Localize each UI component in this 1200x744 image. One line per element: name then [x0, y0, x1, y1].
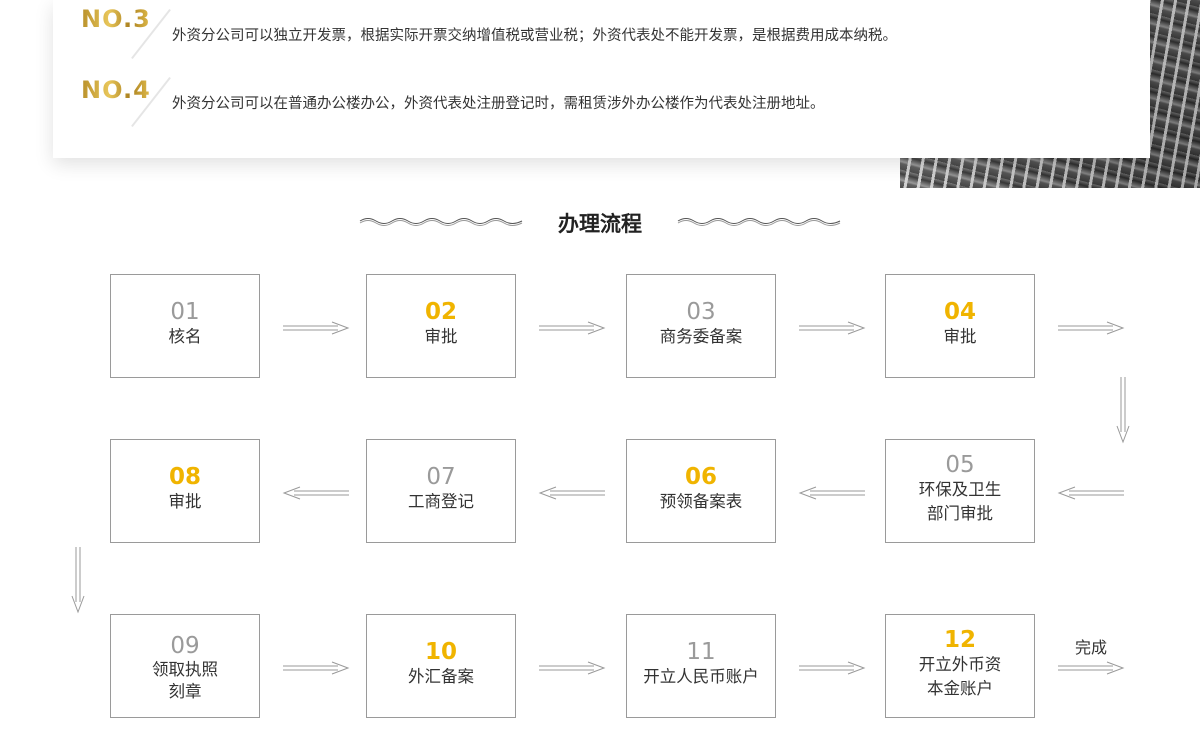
step-box-07: 07 工商登记 [366, 439, 516, 543]
step-number: 06 [684, 464, 717, 490]
step-box-03: 03 商务委备案 [626, 274, 776, 378]
wave-decoration-left [359, 218, 523, 226]
wave-decoration-right [677, 218, 841, 226]
no-4-label: NO.4 [81, 76, 151, 104]
step-label: 审批 [943, 327, 977, 346]
step-label: 外汇备案 [408, 667, 474, 686]
step-label-line1: 领取执照 [152, 660, 218, 679]
arrow-right-icon [1058, 661, 1125, 675]
arrow-left-icon [282, 486, 349, 500]
step-box-09: 09 领取执照 刻章 [110, 614, 260, 718]
step-label: 工商登记 [408, 492, 474, 511]
step-box-11: 11 开立人民币账户 [626, 614, 776, 718]
step-label: 审批 [168, 492, 202, 511]
info-text-3: 外资分公司可以独立开发票，根据实际开票交纳增值税或营业税；外资代表处不能开发票，… [172, 28, 897, 44]
step-box-10: 10 外汇备案 [366, 614, 516, 718]
step-number: 09 [170, 633, 200, 659]
arrow-left-icon [538, 486, 605, 500]
arrow-left-icon [798, 486, 865, 500]
step-label-line1: 环保及卫生 [918, 480, 1002, 499]
process-title: 办理流程 [558, 212, 642, 236]
step-box-01: 01 核名 [110, 274, 260, 378]
info-card [53, 0, 1150, 158]
step-label-line2: 部门审批 [927, 504, 993, 523]
step-box-05: 05 环保及卫生 部门审批 [885, 439, 1035, 543]
done-label: 完成 [1075, 638, 1108, 657]
arrow-right-icon [539, 321, 606, 335]
arrow-right-icon [799, 661, 866, 675]
step-label: 商务委备案 [659, 327, 743, 346]
step-label: 核名 [168, 327, 202, 346]
arrow-right-icon [799, 321, 866, 335]
step-label: 审批 [424, 327, 458, 346]
no-3-label: NO.3 [81, 5, 151, 33]
step-number: 10 [424, 639, 457, 665]
arrow-right-icon [283, 321, 350, 335]
step-number: 02 [424, 299, 457, 325]
arrow-down-icon [71, 547, 85, 614]
arrow-right-icon [1058, 321, 1125, 335]
step-number: 04 [943, 299, 976, 325]
step-label-line1: 开立外币资 [918, 655, 1002, 674]
step-label-line2: 本金账户 [927, 679, 993, 698]
info-text-4: 外资分公司可以在普通办公楼办公，外资代表处注册登记时，需租赁涉外办公楼作为代表处… [172, 96, 825, 112]
step-number: 05 [945, 452, 975, 478]
step-label: 开立人民币账户 [643, 667, 759, 686]
step-number: 12 [943, 627, 976, 653]
step-number: 07 [426, 464, 456, 490]
arrow-down-icon [1116, 377, 1130, 444]
step-box-02: 02 审批 [366, 274, 516, 378]
step-label-line2: 刻章 [168, 682, 202, 701]
arrow-right-icon [539, 661, 606, 675]
step-box-12: 12 开立外币资 本金账户 [885, 614, 1035, 718]
step-number: 01 [170, 299, 200, 325]
arrow-right-icon [283, 661, 350, 675]
step-number: 08 [168, 464, 201, 490]
step-number: 03 [686, 299, 716, 325]
arrow-left-icon [1057, 486, 1124, 500]
step-box-04: 04 审批 [885, 274, 1035, 378]
step-number: 11 [686, 639, 716, 665]
step-box-08: 08 审批 [110, 439, 260, 543]
step-label: 预领备案表 [659, 492, 743, 511]
step-box-06: 06 预领备案表 [626, 439, 776, 543]
